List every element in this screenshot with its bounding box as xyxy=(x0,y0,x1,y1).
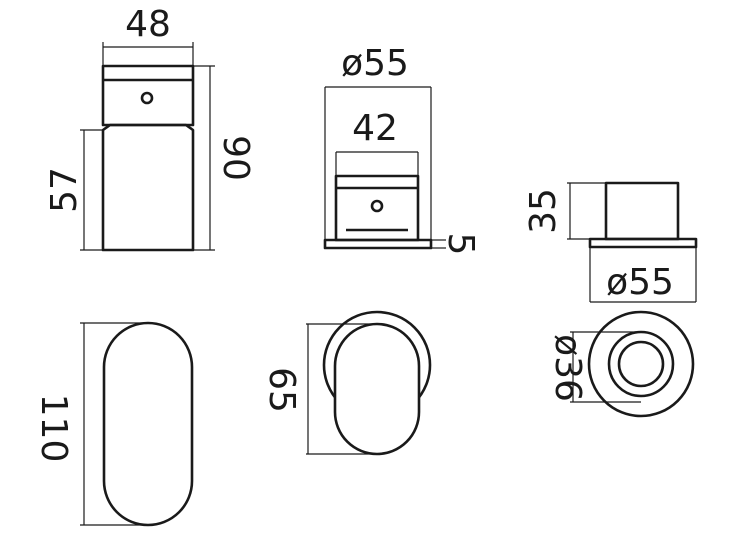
view-front-tall xyxy=(80,42,215,252)
dim-90-label: 90 xyxy=(215,135,256,181)
dim-55-side-label: ø55 xyxy=(606,262,674,303)
view-side-right xyxy=(567,181,698,303)
dim-55-top-label: ø55 xyxy=(341,43,409,84)
dim-35-label: 35 xyxy=(523,188,564,234)
screw-hole-icon xyxy=(370,199,384,213)
side-body xyxy=(604,181,680,241)
front-tall-body xyxy=(101,123,195,252)
oval-handle xyxy=(333,322,421,456)
view-round-top xyxy=(570,310,695,418)
front-tall-head xyxy=(101,64,195,127)
dim-5-label: 5 xyxy=(440,233,481,256)
dim-36-label: ø36 xyxy=(547,334,588,402)
view-oval-rose xyxy=(306,310,432,456)
view-plate-front xyxy=(323,86,446,250)
dim-48-label: 48 xyxy=(125,4,171,45)
outer-rose-circle xyxy=(587,310,695,418)
dim-110-label: 110 xyxy=(33,394,74,463)
dim-57-label: 57 xyxy=(44,167,85,213)
view-oval-plate xyxy=(80,321,194,527)
oval-plate xyxy=(102,321,194,527)
spindle-core-circle xyxy=(617,340,665,388)
screw-hole-icon xyxy=(140,91,154,105)
plate-head xyxy=(334,174,420,242)
dim-42-label: 42 xyxy=(352,108,398,149)
dim-65-label: 65 xyxy=(261,367,302,413)
